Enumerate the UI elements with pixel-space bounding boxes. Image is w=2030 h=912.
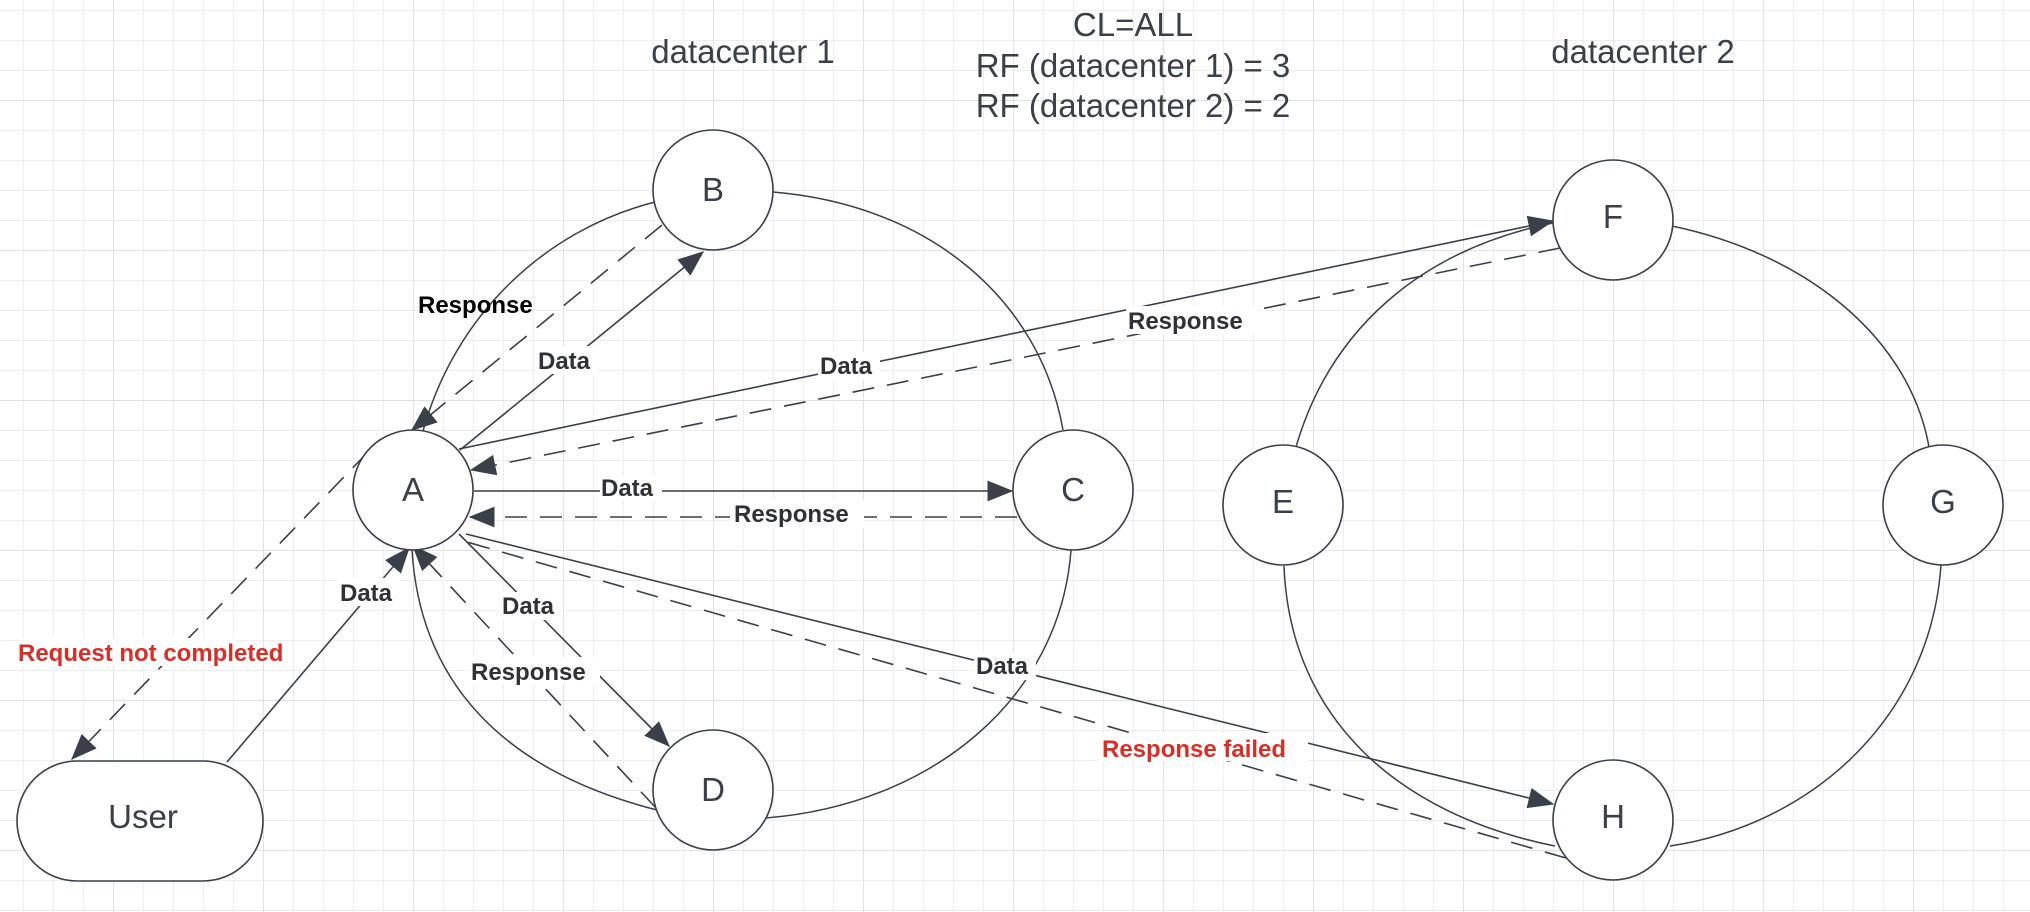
- replication-factor-dc2-text: RF (datacenter 2) = 2: [976, 87, 1291, 124]
- edge-b-to-a[interactable]: [410, 224, 663, 431]
- edge-a-to-d[interactable]: [458, 533, 670, 747]
- edge-a-to-f[interactable]: [458, 215, 1555, 450]
- node-user[interactable]: [16, 760, 264, 882]
- node-g[interactable]: [1882, 444, 2004, 566]
- ring-arc-b-c: [772, 191, 1064, 431]
- node-e[interactable]: [1222, 444, 1344, 566]
- edge-label-a-to-user: Request not completed: [18, 640, 283, 667]
- datacenter-1-title: datacenter 1: [651, 33, 834, 70]
- edge-label-b-to-a: Response: [418, 292, 533, 319]
- edge-label-user-to-a: Data: [340, 580, 393, 607]
- node-a[interactable]: [352, 429, 474, 551]
- node-c-label: C: [1061, 471, 1085, 508]
- node-b-label: B: [702, 171, 724, 208]
- node-h-label: H: [1601, 798, 1625, 835]
- node-d-label: D: [701, 771, 725, 808]
- consistency-level-text: CL=ALL: [1073, 6, 1193, 43]
- node-d[interactable]: [652, 729, 774, 851]
- edge-a-to-user[interactable]: [71, 451, 369, 760]
- edge-label-a-to-b: Data: [538, 348, 591, 375]
- ring-datacenter-2: [1283, 222, 1942, 847]
- ring-arc-a-b: [422, 201, 656, 432]
- ring-arc-g-h: [1669, 564, 1942, 847]
- node-user-label: User: [108, 798, 178, 835]
- ring-arc-d-a: [411, 549, 658, 811]
- edge-label-a-to-h: Data: [976, 653, 1029, 680]
- node-a-label: A: [402, 471, 424, 508]
- edge-label-a-to-f: Data: [820, 353, 873, 380]
- node-h[interactable]: [1552, 759, 1674, 881]
- ring-arc-e-f: [1295, 222, 1554, 448]
- edge-label-f-to-a: Response: [1128, 308, 1243, 335]
- ring-datacenter-1: [411, 191, 1072, 819]
- edge-f-to-a[interactable]: [469, 247, 1561, 476]
- datacenter-2-title: datacenter 2: [1551, 33, 1734, 70]
- edge-label-c-to-a: Response: [734, 501, 849, 528]
- edge-label-a-to-c: Data: [601, 475, 654, 502]
- node-e-label: E: [1272, 483, 1294, 520]
- edge-label-h-to-a: Response failed: [1102, 736, 1286, 763]
- node-b[interactable]: [652, 129, 774, 251]
- ring-arc-c-d: [765, 549, 1072, 819]
- replication-factor-dc1-text: RF (datacenter 1) = 3: [976, 47, 1291, 84]
- node-f[interactable]: [1552, 159, 1674, 281]
- node-f-label: F: [1603, 198, 1623, 235]
- ring-arc-f-g: [1671, 225, 1930, 448]
- edge-label-d-to-a: Response: [471, 659, 586, 686]
- edge-label-a-to-d: Data: [502, 593, 555, 620]
- node-g-label: G: [1930, 483, 1956, 520]
- ring-arc-h-e: [1283, 565, 1556, 847]
- node-c[interactable]: [1012, 429, 1134, 551]
- edge-h-to-a[interactable]: [459, 539, 1567, 859]
